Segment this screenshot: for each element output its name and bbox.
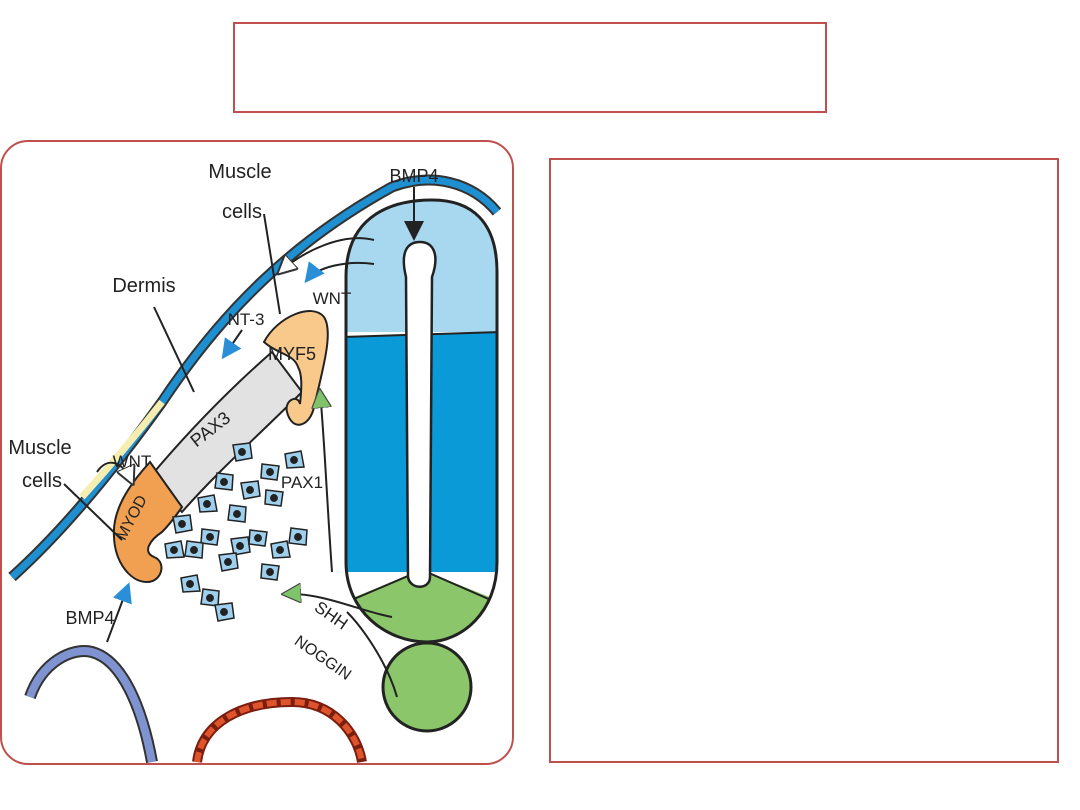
label-muscle-cells-top-1: Muscle [208,161,271,183]
label-nt3: NT-3 [228,310,265,329]
title-box [233,22,827,113]
label-dermis: Dermis [112,275,175,297]
somite-signaling-diagram: Muscle cells BMP4 Dermis WNT NT-3 MYF5 P… [0,140,514,765]
signal-arrows [63,187,424,698]
label-shh: SHH [311,597,351,633]
label-muscle-cells-left-1: Muscle [8,437,71,459]
lateral-plate [26,647,156,763]
myod-region [112,460,184,584]
label-muscle-cells-top-2: cells [222,201,262,223]
label-wnt-right: WNT [313,289,352,308]
label-bmp4-top: BMP4 [389,166,438,186]
label-noggin: NOGGIN [291,633,354,684]
notochord [381,641,473,733]
label-muscle-cells-left-2: cells [22,470,62,492]
label-pax1: PAX1 [281,473,323,492]
label-wnt-left: WNT [113,452,152,471]
text-box [549,158,1059,763]
neural-tube [344,198,499,644]
aorta [194,698,365,763]
aorta-outline [192,696,367,763]
diagram-svg: Muscle cells BMP4 Dermis WNT NT-3 MYF5 P… [8,161,502,763]
label-bmp4-bottom: BMP4 [65,608,114,628]
sclerotome-cells [164,442,308,622]
label-myf5: MYF5 [268,344,316,364]
